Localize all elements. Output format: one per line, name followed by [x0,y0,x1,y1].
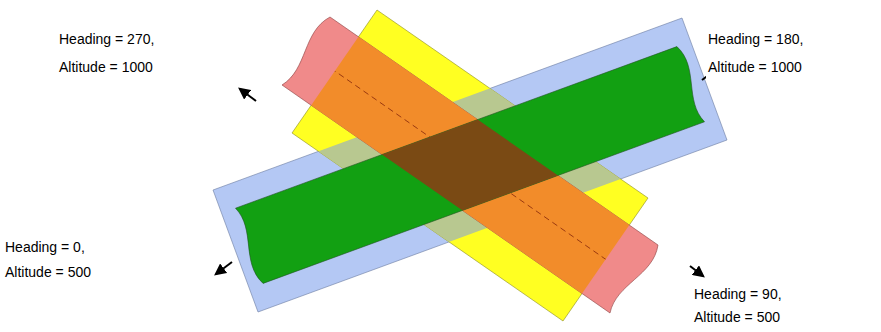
heading-label: Heading = 0, Altitude = 500 [3,235,121,285]
blue-yellow-overlap [213,18,727,312]
label-box: Heading = 180, Altitude = 1000 [706,25,824,81]
green-band [236,47,705,284]
direction-arrow [240,89,256,101]
heading-label: Heading = 180, Altitude = 1000 [706,25,824,81]
direction-arrow [690,266,703,276]
overlap-region [236,47,705,284]
overlap-region [236,47,705,284]
label-box: Heading = 270, Altitude = 1000 [57,25,175,81]
label-box: Heading = 0, Altitude = 500 [3,235,121,285]
center-overlap [236,47,705,284]
blue-band [213,18,727,312]
direction-arrow [216,262,232,274]
overlap-region [213,18,727,312]
heading-label: Heading = 90, Altitude = 500 [692,283,810,329]
label-box: Heading = 90, Altitude = 500 [692,283,810,329]
heading-label: Heading = 270, Altitude = 1000 [57,25,175,81]
